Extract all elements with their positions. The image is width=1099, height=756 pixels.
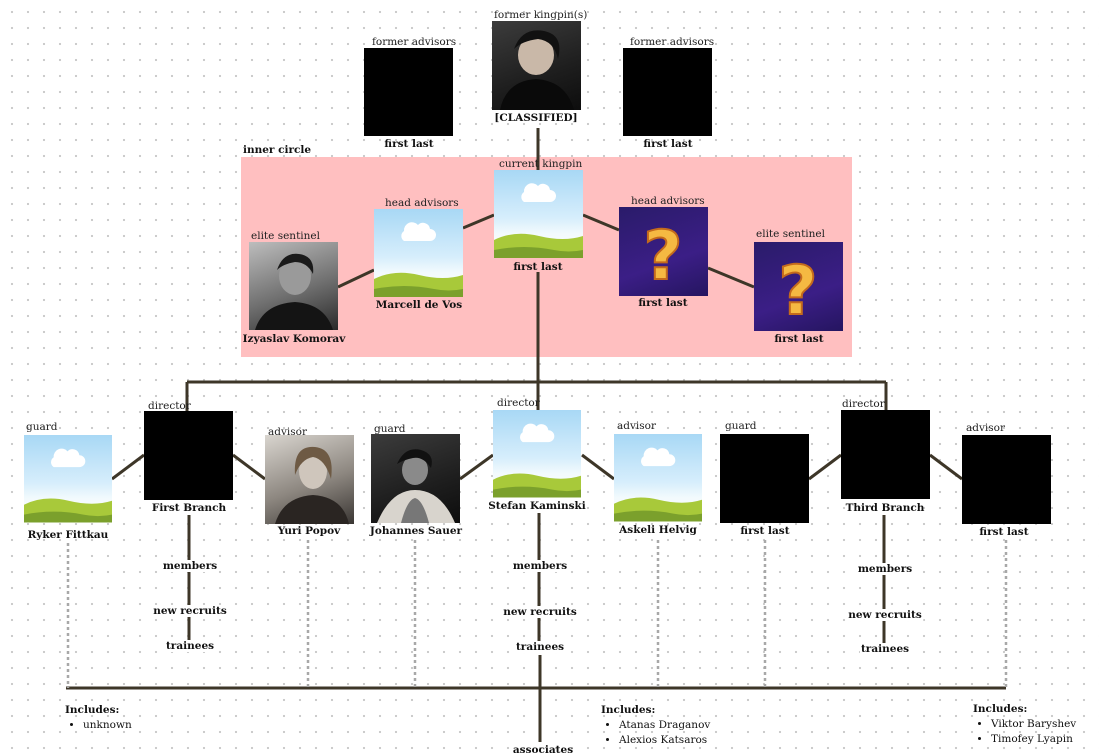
- line-second-advisor: [581, 453, 615, 481]
- former-advisor-right-name: first last: [643, 138, 693, 150]
- second-tier-members: members: [511, 560, 569, 572]
- current-kingpin-landscape-placeholder-icon: [494, 170, 583, 258]
- head-advisor-left-landscape-placeholder-icon: [374, 209, 463, 297]
- third-tier-members: members: [856, 563, 914, 575]
- third-advisor-name: first last: [979, 526, 1029, 538]
- first-tier-trainees: trainees: [164, 640, 216, 652]
- associates-group-right-item: Viktor Baryshev: [991, 718, 1076, 730]
- third-tier-new-recruits: new recruits: [847, 609, 923, 621]
- elite-sentinel-left-name: Izyaslav Komorav: [242, 333, 346, 345]
- line-kingpin-head-advisor-left: [462, 213, 495, 230]
- second-guard-portrait-icon: [371, 434, 460, 523]
- second-director-name: Stefan Kaminski: [488, 500, 586, 512]
- second-advisor-landscape-placeholder-icon: [614, 434, 702, 522]
- svg-text:?: ?: [643, 217, 682, 296]
- second-tier-trainees: trainees: [514, 641, 566, 653]
- associates-group-middle-item: Atanas Draganov: [619, 719, 710, 731]
- line-third-advisor: [929, 453, 963, 481]
- second-guard-role: guard: [374, 423, 406, 435]
- associates-group-middle: Includes: Atanas Draganov Alexios Katsar…: [601, 704, 710, 749]
- third-advisor-role: advisor: [966, 422, 1006, 434]
- former-kingpin-name: [CLASSIFIED]: [494, 112, 578, 124]
- first-tier-members: members: [161, 560, 219, 572]
- line-head-advisor-sentinel-right: [707, 266, 755, 289]
- svg-text:?: ?: [778, 252, 817, 331]
- second-director-landscape-placeholder-icon: [493, 410, 581, 498]
- former-advisor-right-role: former advisors: [630, 36, 715, 48]
- third-guard-role: guard: [725, 420, 757, 432]
- former-advisor-right-photo: [623, 48, 712, 136]
- head-advisor-right-question-mark-icon: ?: [619, 207, 708, 296]
- second-advisor-name: Askeli Helvig: [619, 524, 697, 536]
- second-director-role: director: [497, 397, 540, 409]
- former-advisor-left-role: former advisors: [372, 36, 457, 48]
- first-director-photo: [144, 411, 233, 500]
- elite-sentinel-right-question-mark-icon: ?: [754, 242, 843, 331]
- associates-label: associates: [512, 744, 574, 756]
- head-advisor-left-role: head advisors: [385, 197, 459, 209]
- third-advisor-photo: [962, 435, 1051, 524]
- first-guard-role: guard: [26, 421, 58, 433]
- former-advisor-left-photo: [364, 48, 453, 136]
- line-third-guard: [808, 453, 842, 481]
- first-tier-new-recruits: new recruits: [152, 605, 228, 617]
- third-tier-trainees: trainees: [859, 643, 911, 655]
- third-director-name: Third Branch: [845, 502, 925, 514]
- head-advisor-right-name: first last: [638, 297, 688, 309]
- former-kingpin-portrait-icon: [492, 21, 581, 110]
- former-advisor-left-name: first last: [384, 138, 434, 150]
- third-guard-photo: [720, 434, 809, 523]
- third-guard-name: first last: [740, 525, 790, 537]
- third-director-photo: [841, 410, 930, 499]
- first-advisor-portrait-icon: [265, 435, 354, 524]
- line-head-advisor-sentinel-left: [337, 268, 375, 289]
- first-director-name: First Branch: [151, 502, 227, 514]
- associates-group-right-title: Includes:: [973, 703, 1028, 715]
- elite-sentinel-right-role: elite sentinel: [756, 228, 825, 240]
- elite-sentinel-left-role: elite sentinel: [251, 230, 320, 242]
- second-advisor-role: advisor: [617, 420, 657, 432]
- first-guard-landscape-placeholder-icon: [24, 435, 112, 523]
- associates-group-left-item: unknown: [83, 719, 132, 731]
- current-kingpin-role: current kingpin: [499, 158, 583, 170]
- first-guard-name: Ryker Fittkau: [27, 529, 109, 541]
- associates-group-right-item: Timofey Lyapin: [991, 733, 1076, 745]
- associates-group-left-title: Includes:: [65, 704, 120, 716]
- associates-group-middle-item: Alexios Katsaros: [619, 734, 710, 746]
- inner-circle-title: inner circle: [243, 144, 312, 156]
- elite-sentinel-left-portrait-icon: [249, 242, 338, 330]
- line-first-advisor: [232, 453, 266, 481]
- third-director-role: director: [842, 398, 885, 410]
- second-tier-new-recruits: new recruits: [502, 606, 578, 618]
- first-director-role: director: [148, 400, 191, 412]
- associates-group-left: Includes: unknown: [65, 704, 132, 734]
- line-kingpin-head-advisor-right: [582, 213, 620, 232]
- associates-group-middle-title: Includes:: [601, 704, 656, 716]
- elite-sentinel-right-name: first last: [774, 333, 824, 345]
- line-second-guard: [459, 453, 494, 481]
- head-advisor-left-name: Marcell de Vos: [375, 299, 463, 311]
- former-kingpin-role: former kingpin(s): [494, 9, 588, 21]
- second-guard-name: Johannes Sauer: [369, 525, 463, 537]
- line-first-guard: [111, 453, 145, 481]
- first-advisor-name: Yuri Popov: [277, 525, 341, 537]
- associates-group-right: Includes: Viktor Baryshev Timofey Lyapin: [973, 703, 1076, 748]
- current-kingpin-name: first last: [513, 261, 563, 273]
- head-advisor-right-role: head advisors: [631, 195, 705, 207]
